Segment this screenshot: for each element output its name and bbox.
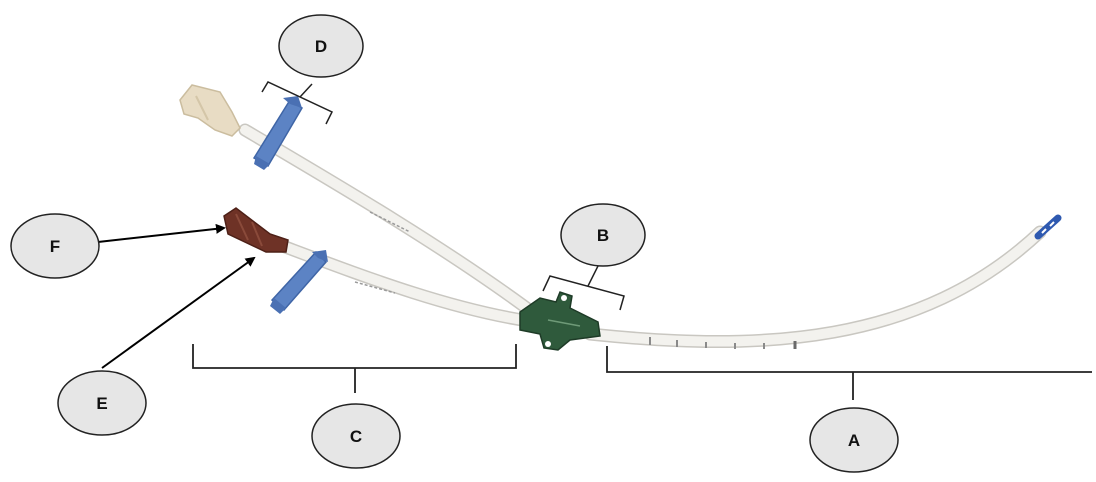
- arrow-e: [101, 256, 256, 369]
- bracket-a: [606, 346, 1092, 400]
- brown-luer-cap: [223, 207, 289, 253]
- callout-e-label: E: [96, 394, 107, 413]
- upper-extension-line: [238, 123, 547, 325]
- callout-a: A: [809, 407, 899, 473]
- catheter-shaft: [583, 225, 1047, 349]
- arrow-f: [97, 223, 226, 243]
- callout-d: D: [278, 14, 364, 78]
- lower-blue-clamp: [270, 250, 328, 314]
- callout-d-label: D: [315, 37, 327, 56]
- bracket-d: [261, 81, 334, 125]
- callout-c: C: [311, 403, 401, 469]
- callout-b: B: [560, 203, 646, 267]
- green-junction-hub: [519, 291, 601, 351]
- callout-f: F: [10, 213, 100, 279]
- callout-a-label: A: [848, 431, 860, 450]
- upper-blue-clamp: [252, 96, 304, 170]
- callout-c-label: C: [350, 427, 362, 446]
- depth-markings: [649, 337, 797, 349]
- catheter: [238, 123, 1062, 349]
- callout-f-label: F: [50, 237, 60, 256]
- cream-luer-cap: [179, 84, 241, 137]
- catheter-tip: [1034, 214, 1062, 240]
- bracket-c: [192, 344, 517, 393]
- callout-b-label: B: [597, 226, 609, 245]
- callout-e: E: [57, 370, 147, 436]
- bracket-b: [542, 265, 625, 311]
